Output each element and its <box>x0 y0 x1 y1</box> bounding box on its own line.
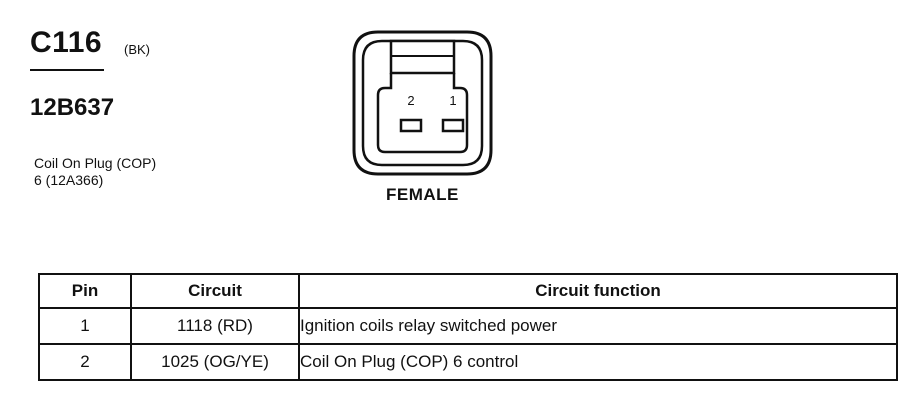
header-circuit: Circuit <box>130 273 300 309</box>
component-line-2: 6 (12A366) <box>34 172 104 188</box>
pin-table-header-row: Pin Circuit Circuit function <box>38 273 898 309</box>
pin-table: Pin Circuit Circuit function 1 1118 (RD)… <box>38 273 898 381</box>
connector-outer-shell <box>352 30 493 176</box>
cell-circuit: 1025 (OG/YE) <box>130 343 300 381</box>
connector-id: C116 <box>30 26 103 59</box>
cell-pin: 2 <box>38 343 132 381</box>
terminal-pin-2 <box>399 118 423 133</box>
cell-circuit: 1118 (RD) <box>130 307 300 345</box>
connector-inner-shell <box>361 39 484 167</box>
connector-id-underline <box>30 69 104 71</box>
table-row: 1 1118 (RD) Ignition coils relay switche… <box>38 307 898 345</box>
component-line-1: Coil On Plug (COP) <box>34 155 157 171</box>
connector-color-code: (BK) <box>124 42 150 57</box>
header-circuit-function: Circuit function <box>298 273 898 309</box>
cell-pin: 1 <box>38 307 132 345</box>
cell-circuit-function: Coil On Plug (COP) 6 control <box>298 343 898 381</box>
header-pin: Pin <box>38 273 132 309</box>
connector-face-diagram: 2 1 <box>352 30 493 176</box>
table-row: 2 1025 (OG/YE) Coil On Plug (COP) 6 cont… <box>38 343 898 381</box>
component-description: Coil On Plug (COP) 6 (12A366) <box>34 155 156 189</box>
pin-label-2: 2 <box>407 93 414 108</box>
terminal-pin-1 <box>441 118 465 133</box>
pin-label-1: 1 <box>449 93 456 108</box>
part-number: 12B637 <box>30 94 115 121</box>
connector-gender-label: FEMALE <box>386 185 459 204</box>
cell-circuit-function: Ignition coils relay switched power <box>298 307 898 345</box>
terminal-cavity-body <box>376 73 469 154</box>
